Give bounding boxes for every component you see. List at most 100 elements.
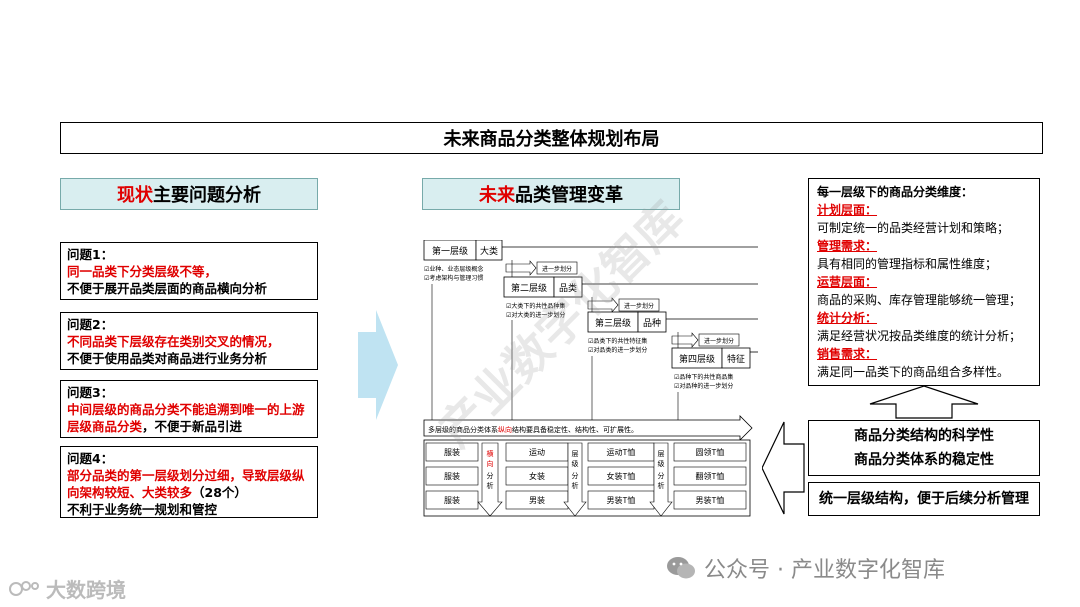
dim-text-2: 具有相同的管理指标和属性维度； xyxy=(817,257,998,271)
transition-arrow-icon xyxy=(358,310,398,420)
vlabel-red-1: 横 xyxy=(487,449,494,458)
dim-text-1: 可制定统一的品类经营计划和策略； xyxy=(817,221,1010,235)
level-2-tag: 品类 xyxy=(559,282,577,293)
issue-box-2: 问题2： 不同品类下层级存在类别交叉的情况， 不便于使用品类对商品进行业务分析 xyxy=(60,312,318,370)
dim-text-5: 满足同一品类下的商品组合多样性。 xyxy=(817,365,1010,379)
issue-box-1: 问题1： 同一品类下分类层级不等， 不便于展开品类层面的商品横向分析 xyxy=(60,242,318,300)
grid-cell-0-3: 圆领T恤 xyxy=(696,447,725,457)
unified-structure-text: 统一层级结构，便于后续分析管理 xyxy=(819,491,1029,507)
level-2-note-1: ☑大类下的共性品种集 xyxy=(506,302,565,310)
brand-logo: 大数跨境 xyxy=(8,574,126,603)
dim-label-2: 管理需求： xyxy=(817,239,878,253)
vlabel-a1: 层 xyxy=(572,450,579,458)
dim-label-5: 销售需求： xyxy=(817,347,878,361)
vlabel-a2: 级 xyxy=(572,459,579,468)
level-3-tag: 品种 xyxy=(643,317,661,328)
level-1: 第一层级 大类 ☑业种、业态层级概念 ☑考虑架构与管理习惯 进一步划分 xyxy=(423,240,578,282)
grid-cell-2-0: 服装 xyxy=(444,495,460,505)
grid-cell-0-1: 运动 xyxy=(529,447,545,457)
issue-label: 问题2： xyxy=(67,317,114,332)
level-1-note-1: ☑业种、业态层级概念 xyxy=(424,265,483,273)
level-3: 第三层级 品种 ☑品类下的共性特征集 ☑对品类的进一步划分 进一步划分 xyxy=(587,311,740,354)
vlabel-b3: 分 xyxy=(658,471,665,480)
up-arrow-icon xyxy=(869,386,979,419)
stability-line-2: 商品分类体系的稳定性 xyxy=(854,452,994,468)
level-3-name: 第三层级 xyxy=(595,317,631,328)
issue-red-text: 中间层级的商品分类不能追溯到唯一的上游层级商品分类 xyxy=(67,402,305,434)
level-2-next: 进一步划分 xyxy=(624,302,654,310)
vlabel-a4: 析 xyxy=(572,481,579,490)
vlabel-2: 析 xyxy=(487,481,494,490)
heading-rest-part: 品类管理变革 xyxy=(515,185,623,206)
level-3-note-1: ☑品类下的共性特征集 xyxy=(588,337,647,345)
stability-box: 商品分类结构的科学性 商品分类体系的稳定性 xyxy=(808,420,1040,476)
issue-red-text: 部分品类的第一层级划分过细，导致层级纵向架构较短、大类较多 xyxy=(67,468,305,500)
issue-count-text: （28个） xyxy=(192,485,247,500)
level-3-note-2: ☑对品类的进一步划分 xyxy=(588,346,647,354)
level-4: 第四层级 特征 ☑品种下的共性商品集 ☑对品种的进一步划分 xyxy=(671,347,751,390)
dim-label-4: 统计分析： xyxy=(817,311,878,325)
grid-cell-2-2: 男装T恤 xyxy=(607,495,636,505)
dimension-box: 每一层级下的商品分类维度： 计划层面： 可制定统一的品类经营计划和策略； 管理需… xyxy=(808,178,1040,386)
dimension-header: 每一层级下的商品分类维度： xyxy=(817,185,974,199)
page-title-text: 未来商品分类整体规划布局 xyxy=(443,129,660,150)
grid-cell-1-3: 翻领T恤 xyxy=(696,471,725,481)
vlabel-b4: 析 xyxy=(658,481,665,490)
issue-black-text: 不利于业务统一规划和管控 xyxy=(67,502,218,517)
level-4-tag: 特征 xyxy=(727,353,745,364)
issue-label: 问题4： xyxy=(67,451,114,466)
category-hierarchy-diagram: 第一层级 大类 ☑业种、业态层级概念 ☑考虑架构与管理习惯 进一步划分 第二层级… xyxy=(423,240,758,517)
unified-structure-box: 统一层级结构，便于后续分析管理 xyxy=(808,482,1040,516)
issue-black-text: 不便于展开品类层面的商品横向分析 xyxy=(67,281,268,296)
grid-cell-1-1: 女装 xyxy=(529,471,545,481)
level-2: 第二层级 品类 ☑大类下的共性品种集 ☑对大类的进一步划分 进一步划分 xyxy=(503,276,660,319)
level-4-note-1: ☑品种下的共性商品集 xyxy=(674,373,733,381)
issue-black-text: ，不便于新品引进 xyxy=(142,419,243,434)
page-title: 未来商品分类整体规划布局 xyxy=(60,122,1043,154)
vlabel-b2: 级 xyxy=(658,459,665,468)
level-1-tag: 大类 xyxy=(480,245,498,256)
issue-red-text: 同一品类下分类层级不等， xyxy=(67,264,218,279)
issue-label: 问题3： xyxy=(67,385,114,400)
current-issues-heading: 现状主要问题分析 xyxy=(60,178,318,210)
vlabel-1: 分 xyxy=(487,471,494,480)
dim-text-3: 商品的采购、库存管理能够统一管理； xyxy=(817,293,1022,307)
level-1-name: 第一层级 xyxy=(432,245,468,256)
dim-text-4: 满足经营状况按品类维度的统计分析； xyxy=(817,329,1022,343)
left-arrow-icon xyxy=(762,421,805,515)
level-4-name: 第四层级 xyxy=(679,353,715,364)
brand-logo-text: 大数跨境 xyxy=(46,578,126,602)
brand-logo-icon xyxy=(9,580,39,596)
dim-label-3: 运营层面： xyxy=(817,275,878,289)
grid-cell-2-1: 男装 xyxy=(529,495,545,505)
vlabel-b1: 层 xyxy=(658,450,665,458)
level-3-next: 进一步划分 xyxy=(704,337,734,345)
future-change-heading: 未来品类管理变革 xyxy=(422,178,680,210)
wechat-icon xyxy=(667,557,695,579)
dim-label-1: 计划层面： xyxy=(817,203,878,217)
stability-line-1: 商品分类结构的科学性 xyxy=(854,428,994,444)
level-2-name: 第二层级 xyxy=(511,282,547,293)
issue-label: 问题1： xyxy=(67,247,114,262)
level-4-note-2: ☑对品种的进一步划分 xyxy=(674,382,733,390)
heading-rest-part: 主要问题分析 xyxy=(153,185,261,206)
grid-cell-1-2: 女装T恤 xyxy=(607,471,636,481)
vlabel-a3: 分 xyxy=(572,471,579,480)
vlabel-red-2: 向 xyxy=(487,459,494,468)
issue-black-text: 不便于使用品类对商品进行业务分析 xyxy=(67,351,268,366)
grid-cell-1-0: 服装 xyxy=(444,471,460,481)
heading-red-part: 现状 xyxy=(117,185,153,206)
issue-red-text: 不同品类下层级存在类别交叉的情况， xyxy=(67,334,280,349)
heading-red-part: 未来 xyxy=(479,185,515,206)
level-1-note-2: ☑考虑架构与管理习惯 xyxy=(424,274,483,282)
issue-box-4: 问题4： 部分品类的第一层级划分过细，导致层级纵向架构较短、大类较多（28个） … xyxy=(60,446,318,518)
level-2-note-2: ☑对大类的进一步划分 xyxy=(506,311,565,319)
wechat-footer: 公众号 · 产业数字化智库 xyxy=(666,552,945,584)
level-1-next: 进一步划分 xyxy=(542,265,572,273)
issue-box-3: 问题3： 中间层级的商品分类不能追溯到唯一的上游层级商品分类，不便于新品引进 xyxy=(60,380,318,438)
grid-cell-0-2: 运动T恤 xyxy=(607,447,636,457)
wechat-footer-text: 公众号 · 产业数字化智库 xyxy=(704,558,945,583)
band-text: 多层级的商品分类体系纵向结构要具备稳定性、结构性、可扩展性。 xyxy=(428,425,638,434)
grid-cell-2-3: 男装T恤 xyxy=(696,495,725,505)
grid-cell-0-0: 服装 xyxy=(444,447,460,457)
